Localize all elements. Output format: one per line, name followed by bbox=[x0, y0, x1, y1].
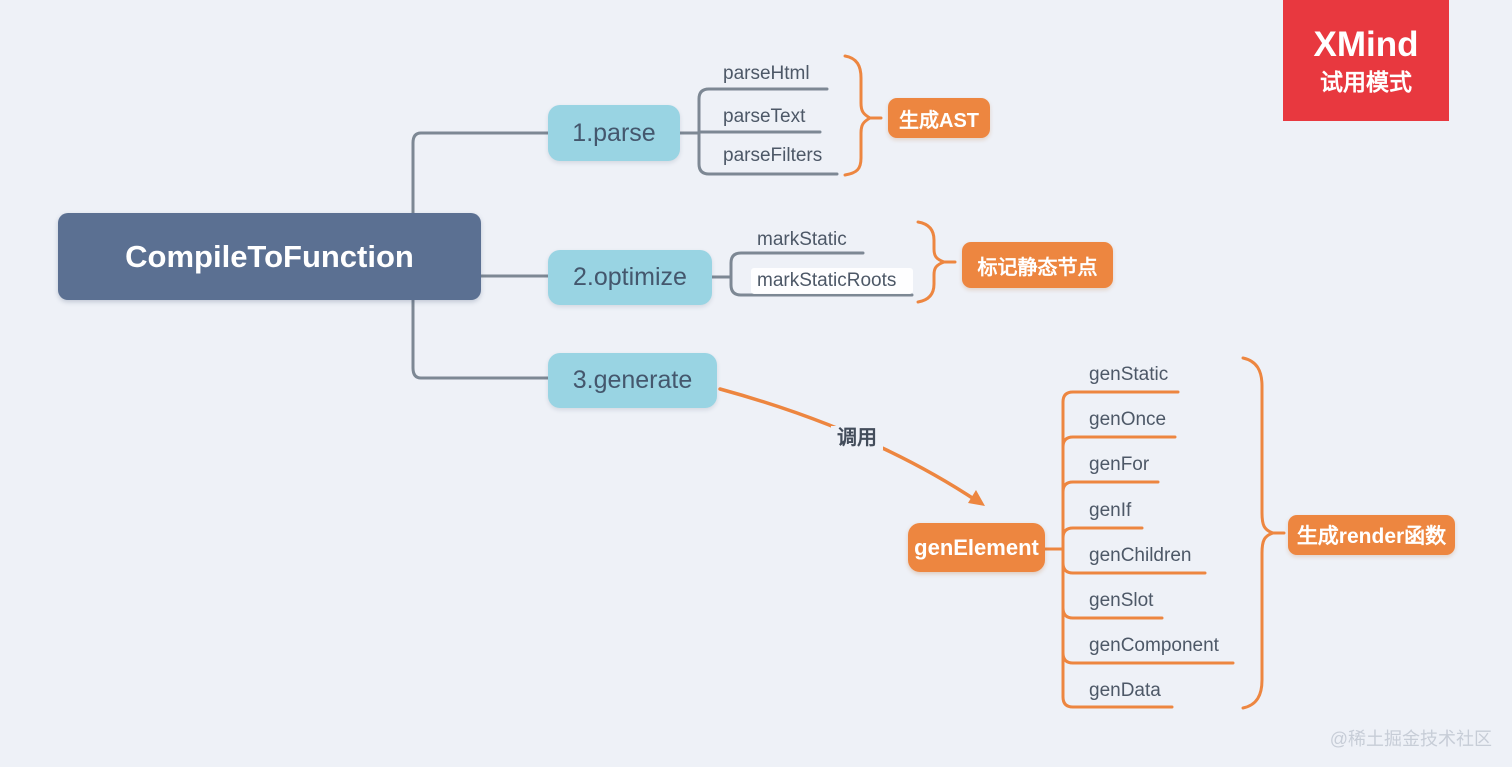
connector-genfor-underline bbox=[1061, 480, 1160, 494]
connector-genonce-underline bbox=[1061, 435, 1177, 449]
topic-genslot[interactable]: genSlot bbox=[1089, 590, 1154, 611]
topic-root[interactable]: CompileToFunction bbox=[58, 213, 481, 300]
topic-gendata[interactable]: genData bbox=[1089, 680, 1161, 701]
connector-genif-underline bbox=[1061, 526, 1144, 540]
relationship-arrowhead bbox=[968, 490, 985, 506]
connector-gencomponent-underline bbox=[1061, 651, 1235, 665]
community-watermark: @稀土掘金技术社区 bbox=[1329, 729, 1492, 749]
topic-markstaticroots[interactable]: markStaticRoots bbox=[757, 270, 897, 291]
callout-generate-ast[interactable]: 生成AST bbox=[888, 98, 990, 138]
relationship-label[interactable]: 调用 bbox=[831, 426, 883, 450]
topic-genchildren[interactable]: genChildren bbox=[1089, 545, 1192, 566]
topic-genif[interactable]: genIf bbox=[1089, 500, 1132, 521]
topic-generate[interactable]: 3.generate bbox=[548, 353, 717, 408]
topic-optimize[interactable]: 2.optimize bbox=[548, 250, 712, 305]
topic-markstatic[interactable]: markStatic bbox=[757, 229, 847, 250]
callout-generate-render-function[interactable]: 生成render函数 bbox=[1288, 515, 1455, 555]
connector-gen-children-outer bbox=[1061, 390, 1180, 709]
xmind-trial-badge: XMind 试用模式 bbox=[1283, 0, 1449, 121]
topic-genstatic[interactable]: genStatic bbox=[1089, 364, 1169, 385]
topic-parse[interactable]: 1.parse bbox=[548, 105, 680, 161]
callout-mark-static-nodes[interactable]: 标记静态节点 bbox=[962, 242, 1113, 288]
topic-genelement[interactable]: genElement bbox=[908, 523, 1045, 572]
markstaticroots-highlight bbox=[751, 268, 913, 294]
connector-genslot-underline bbox=[1061, 606, 1164, 620]
topic-parsefilters[interactable]: parseFilters bbox=[723, 145, 823, 166]
connector-optimize-children-outer bbox=[729, 251, 914, 297]
topic-parsehtml[interactable]: parseHtml bbox=[723, 63, 810, 84]
connector-genchildren-underline bbox=[1061, 561, 1207, 575]
topic-genfor[interactable]: genFor bbox=[1089, 454, 1150, 475]
xmind-trial-mode-label: 试用模式 bbox=[1320, 69, 1412, 95]
topic-genonce[interactable]: genOnce bbox=[1089, 409, 1167, 430]
topic-parsetext[interactable]: parseText bbox=[723, 106, 806, 127]
topic-gencomponent[interactable]: genComponent bbox=[1089, 635, 1219, 656]
xmind-logo-text: XMind bbox=[1313, 25, 1419, 64]
